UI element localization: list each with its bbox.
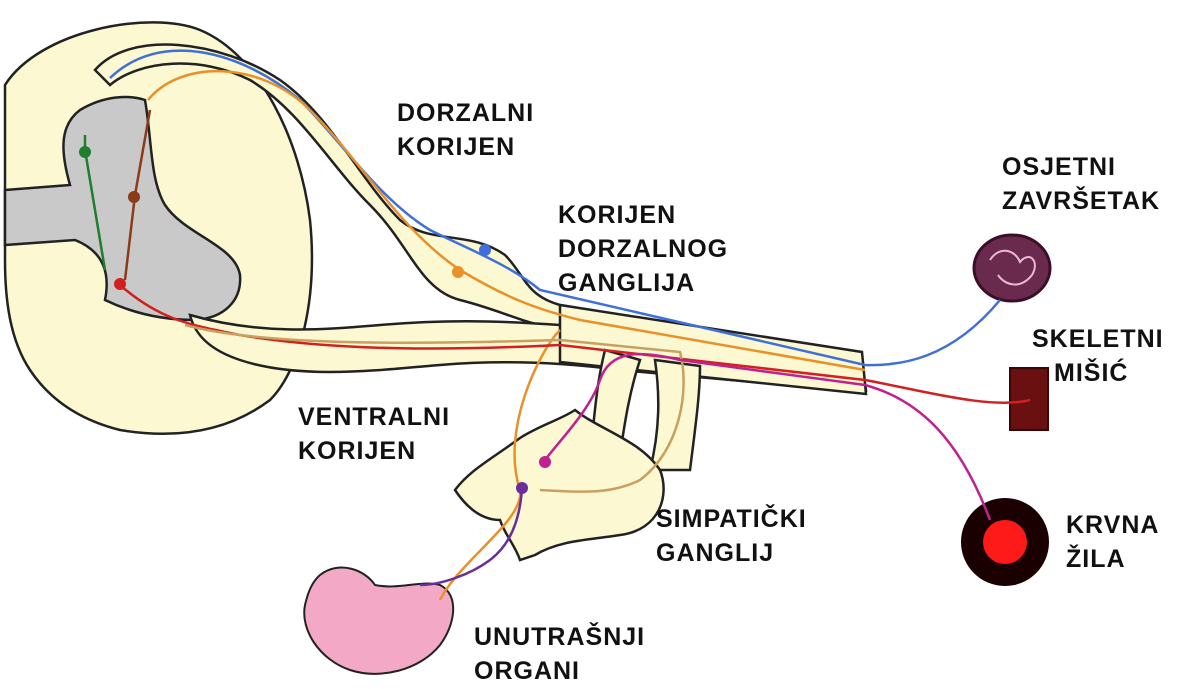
label-sensory-ending: OSJETNI ZAVRŠETAK <box>1002 150 1160 218</box>
interneuron-body <box>128 191 140 203</box>
sensory-cell-body <box>479 244 491 256</box>
sympathetic-ganglion <box>455 410 664 560</box>
label-sympathetic-ganglion: SIMPATIČKI GANGLIJ <box>656 502 807 570</box>
label-blood-vessel: KRVNA ŽILA <box>1066 508 1159 576</box>
postganglionic-body <box>539 456 551 468</box>
sensory-ending <box>974 235 1050 301</box>
label-skeletal-muscle: SKELETNI MIŠIĆ <box>1032 322 1164 390</box>
label-dorsal-root: DORZALNI KORIJEN <box>397 96 534 164</box>
label-internal-organs: UNUTRAŠNJI ORGANI <box>474 620 645 688</box>
label-dorsal-root-ganglion: KORIJEN DORZALNOG GANGLIJA <box>558 198 728 300</box>
visceral-sensory-cell-body <box>452 266 464 278</box>
motor-neuron-body <box>114 278 126 290</box>
visceral-motor-body <box>516 482 528 494</box>
green-neuron-body <box>79 146 91 158</box>
label-ventral-root: VENTRALNI KORIJEN <box>298 400 450 468</box>
